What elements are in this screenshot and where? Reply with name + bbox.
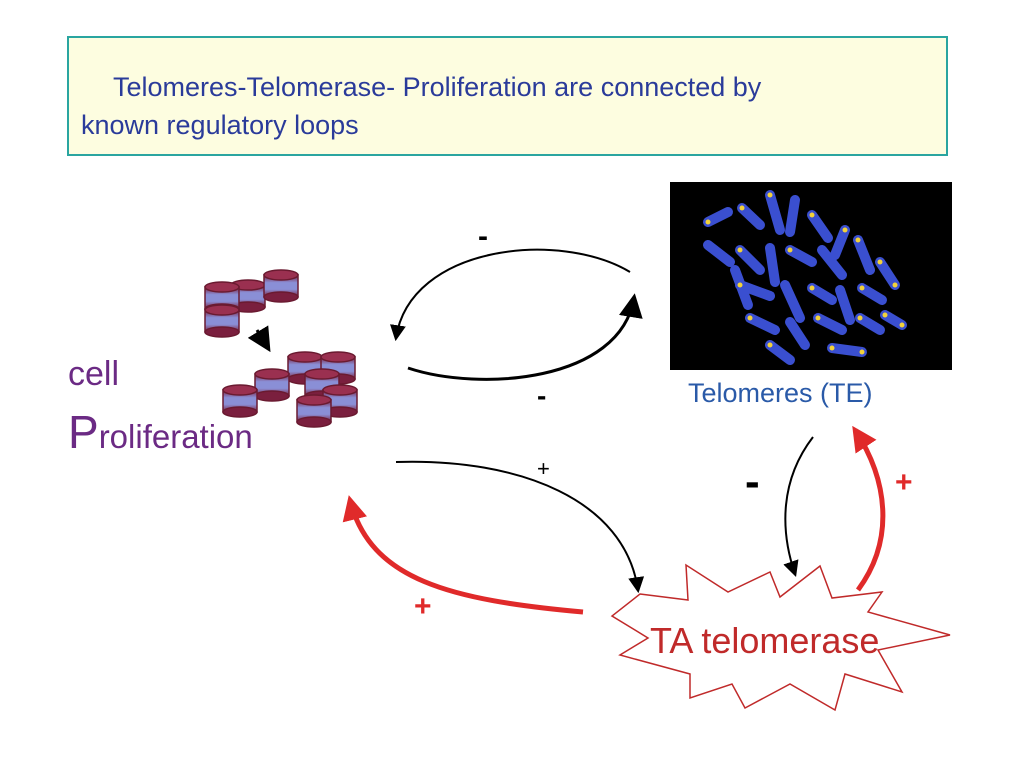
division-arrow	[247, 325, 271, 353]
telomeres-label: Telomeres (TE)	[688, 378, 873, 408]
proliferation-initial: P	[68, 406, 99, 458]
cell-label: cell	[68, 355, 120, 393]
arrow-telomeres-to-proliferation	[390, 248, 631, 342]
sign-loop-top: -	[478, 220, 488, 253]
chromosome-spread-image	[670, 182, 952, 370]
arrow-proliferation-to-telomeres	[407, 293, 643, 381]
title-box: Telomeres-Telomerase- Proliferation are …	[67, 36, 948, 156]
title-line-2: known regulatory loops	[81, 110, 359, 140]
arrow-telomeres-to-telomerase	[783, 436, 814, 578]
title-line-1: Telomeres-Telomerase- Proliferation are …	[113, 72, 762, 102]
cell-cluster-small	[204, 269, 299, 338]
sign-loop-bottom: -	[537, 380, 547, 411]
arrow-telomerase-to-telomeres	[852, 425, 886, 592]
proliferation-rest: roliferation	[98, 418, 253, 455]
arrow-proliferation-to-telomerase	[395, 460, 645, 594]
sign-telomerase-to-telomeres: +	[895, 466, 913, 499]
sign-telomerase-to-proliferation: +	[414, 590, 432, 623]
proliferation-label: Proliferation	[68, 405, 253, 459]
sign-telomeres-to-telomerase: -	[745, 457, 760, 506]
arrow-telomerase-to-proliferation	[342, 495, 584, 615]
sign-proliferation-to-telomerase: +	[537, 456, 550, 481]
telomerase-starburst	[610, 563, 951, 712]
telomerase-label: TA telomerase	[650, 620, 880, 661]
